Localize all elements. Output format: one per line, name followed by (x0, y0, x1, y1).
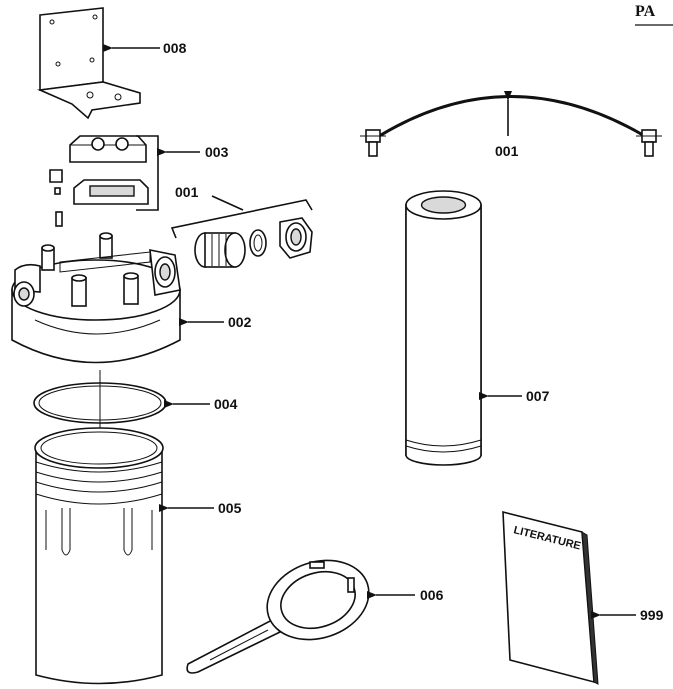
label-004: 004 (214, 396, 238, 412)
bracket-003 (136, 135, 159, 211)
valve-cap (69, 135, 147, 163)
label-007: 007 (526, 388, 550, 404)
filter-head (11, 232, 181, 364)
mounting-bracket (37, 7, 141, 120)
header-text: PA (635, 3, 656, 20)
bracket-001-fittings (170, 199, 313, 239)
label-006: 006 (420, 587, 444, 603)
housing-wrench (186, 559, 370, 674)
fitting-ring (249, 229, 267, 257)
label-003: 003 (205, 144, 229, 160)
small-parts (49, 169, 63, 227)
label-005: 005 (218, 500, 242, 516)
label-001-fittings: 001 (175, 184, 199, 200)
fitting-nipple (194, 232, 246, 268)
label-999: 999 (640, 607, 664, 623)
literature-booklet: LITERATURE (502, 510, 599, 685)
filter-cartridge (405, 190, 482, 466)
leader-001-fittings (211, 195, 244, 211)
label-002: 002 (228, 314, 252, 330)
fitting-nut (279, 217, 313, 259)
filter-housing (34, 427, 164, 685)
label-008: 008 (163, 40, 187, 56)
label-001-wire: 001 (495, 143, 519, 159)
valve-gasket (73, 179, 149, 205)
